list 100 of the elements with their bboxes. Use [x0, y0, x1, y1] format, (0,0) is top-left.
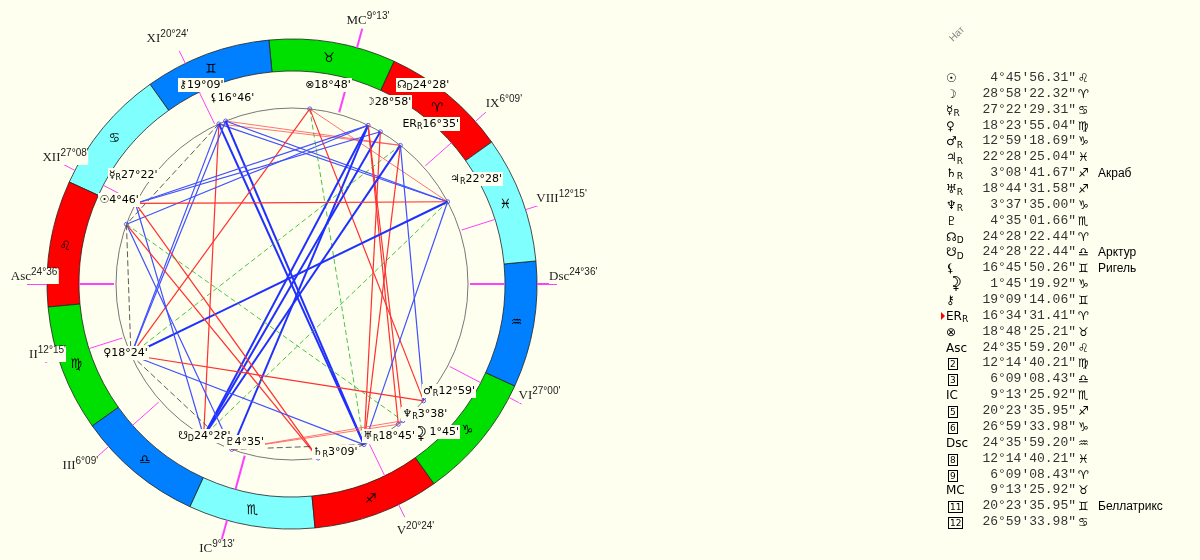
planet-position-label: ♂$_{R}$12°59': [421, 384, 476, 399]
planet-glyph: ♃$_{R}$: [946, 149, 964, 166]
position-value: 18°23'55.04": [982, 117, 1076, 134]
position-value: 18°44'31.58": [982, 181, 1076, 197]
zodiac-sign: ♊: [1078, 260, 1089, 277]
zodiac-sign-glyph: ♈: [430, 100, 443, 115]
planet-position-label: ☊$_{D}$24°28': [395, 78, 451, 93]
position-value: 24°35'59.20": [982, 434, 1076, 451]
position-value: 22°28'25.04": [982, 149, 1076, 166]
zodiac-sign-glyph: ♏: [246, 502, 259, 517]
planet-glyph: Dsc: [946, 434, 969, 451]
planet-glyph: ☋$_{D}$: [946, 244, 964, 261]
house-number: 5: [948, 406, 958, 419]
zodiac-sign: ♈: [1078, 307, 1089, 324]
zodiac-sign: ♋: [1078, 101, 1089, 118]
zodiac-sign-glyph: ♋: [108, 131, 121, 145]
zodiac-sign: ♍: [1078, 355, 1089, 372]
planet-glyph: ☿$_{R}$: [946, 101, 960, 118]
zodiac-sign-glyph: ♒: [510, 315, 523, 330]
planet-position-label: ☿$_{R}$27°22': [107, 168, 159, 183]
position-value: 16°45'50.26": [982, 260, 1076, 277]
house-cusp-label: VIII$^{12°15'}$: [536, 190, 587, 207]
zodiac-sign: ♊: [1078, 498, 1089, 515]
planet-position-label: 1°45': [428, 425, 461, 440]
zodiac-sign: ♏: [1078, 387, 1089, 404]
zodiac-sign: ♑: [1078, 196, 1089, 213]
position-value: 12°14'40.21": [982, 450, 1076, 467]
planet-glyph: ☽: [946, 85, 957, 102]
planet-glyph: ☊$_{D}$: [946, 228, 964, 245]
house-number: 3: [948, 374, 958, 387]
star-name: Ригель: [1098, 260, 1137, 277]
zodiac-sign-glyph: ♐: [364, 491, 377, 506]
position-value: 3°08'41.67": [990, 165, 1076, 182]
planet-glyph: ⚸: [946, 260, 955, 277]
zodiac-sign: ♓: [1078, 450, 1089, 467]
planet-position-label: ☉4°46': [98, 193, 140, 208]
zodiac-sign: ♑: [1078, 276, 1089, 293]
position-value: 9°13'25.92": [990, 387, 1076, 404]
house-number: 11: [948, 501, 964, 514]
position-value: 12°59'18.69": [982, 133, 1076, 150]
planet-position-label: ⊗18°48': [304, 78, 352, 93]
position-value: 20°23'35.95": [982, 498, 1076, 515]
zodiac-sign: ♈: [1078, 228, 1089, 245]
planet-position-label: ER$_{R}$16°35': [401, 116, 461, 131]
position-value: 27°22'29.31": [982, 101, 1076, 118]
planet-glyph: ♂$_{R}$: [946, 133, 964, 150]
zodiac-sign-glyph: ♍: [70, 356, 82, 371]
house-number: 8: [948, 453, 958, 466]
zodiac-sign: ♏: [1078, 212, 1089, 229]
position-value: 28°58'22.32": [982, 85, 1076, 102]
house-cusp-label: XII$^{27°08'}$: [42, 148, 89, 165]
position-value: 26°59'33.98": [982, 418, 1076, 435]
position-value: 24°28'22.44": [982, 244, 1076, 261]
position-value: 18°48'25.21": [982, 323, 1076, 340]
position-value: 4°35'01.66": [990, 212, 1076, 229]
position-value: 9°13'25.92": [990, 482, 1076, 499]
zodiac-sign: ♋: [1078, 514, 1089, 531]
position-value: 6°09'08.43": [990, 371, 1076, 388]
position-value: 4°45'56.31": [990, 70, 1076, 86]
house-number: 2: [948, 358, 958, 371]
house-cusp-label: Dsc$^{24°36'}$: [549, 268, 598, 284]
planet-glyph: ♅$_{R}$: [946, 181, 964, 197]
star-name: Акраб: [1098, 165, 1132, 182]
position-value: 19°09'14.06": [982, 292, 1076, 309]
zodiac-sign: ♈: [1078, 85, 1089, 102]
planet-glyph: ER$_{R}$: [946, 307, 969, 324]
star-name: Беллатрикс: [1098, 498, 1163, 515]
zodiac-sign: ♉: [1078, 323, 1089, 340]
planet-position-label: ♃$_{R}$22°28': [449, 171, 504, 186]
position-value: 3°37'35.00": [990, 196, 1076, 213]
planet-glyph: ♆$_{R}$: [946, 196, 964, 213]
planet-glyph: ☉: [946, 70, 957, 86]
position-value: 26°59'33.98": [982, 514, 1076, 531]
position-value: 24°28'22.44": [982, 228, 1076, 245]
planet-glyph: ⚷: [946, 292, 955, 309]
zodiac-sign: ♎: [1078, 244, 1089, 261]
planet-position-label: ♅$_{R}$18°45': [362, 428, 417, 443]
planet-position-label: ♆$_{R}$3°38': [401, 406, 449, 421]
zodiac-sign: ♉: [1078, 482, 1089, 499]
planet-position-label: ⚷19°09': [177, 78, 225, 93]
planet-glyph: ♇: [946, 212, 957, 229]
planet-glyph: ⊗: [946, 323, 957, 340]
zodiac-sign: ♍: [1078, 117, 1089, 134]
planet-position-label: ⚸16°46': [208, 91, 256, 106]
planet-glyph: Asc: [946, 339, 968, 356]
planet-glyph: ♀: [946, 117, 955, 134]
zodiac-sign-glyph: ♉: [323, 51, 335, 66]
position-value: 16°34'31.41": [982, 307, 1076, 324]
planet-glyph: ♄$_{R}$: [946, 165, 964, 182]
planet-position-label: ♄$_{R}$3°09': [311, 444, 359, 459]
zodiac-sign: ♑: [1078, 418, 1089, 435]
chart-type-label: Нат: [945, 22, 968, 45]
zodiac-sign: ♐: [1078, 165, 1089, 182]
planet-glyph: MC: [946, 482, 965, 499]
zodiac-sign: ♐: [1078, 403, 1089, 420]
zodiac-sign-glyph: ♌: [59, 238, 71, 253]
zodiac-sign-glyph: ♊: [205, 62, 217, 77]
zodiac-sign: ♒: [1078, 434, 1089, 451]
zodiac-sign-glyph: ♎: [139, 453, 151, 468]
house-number: 9: [948, 469, 958, 482]
